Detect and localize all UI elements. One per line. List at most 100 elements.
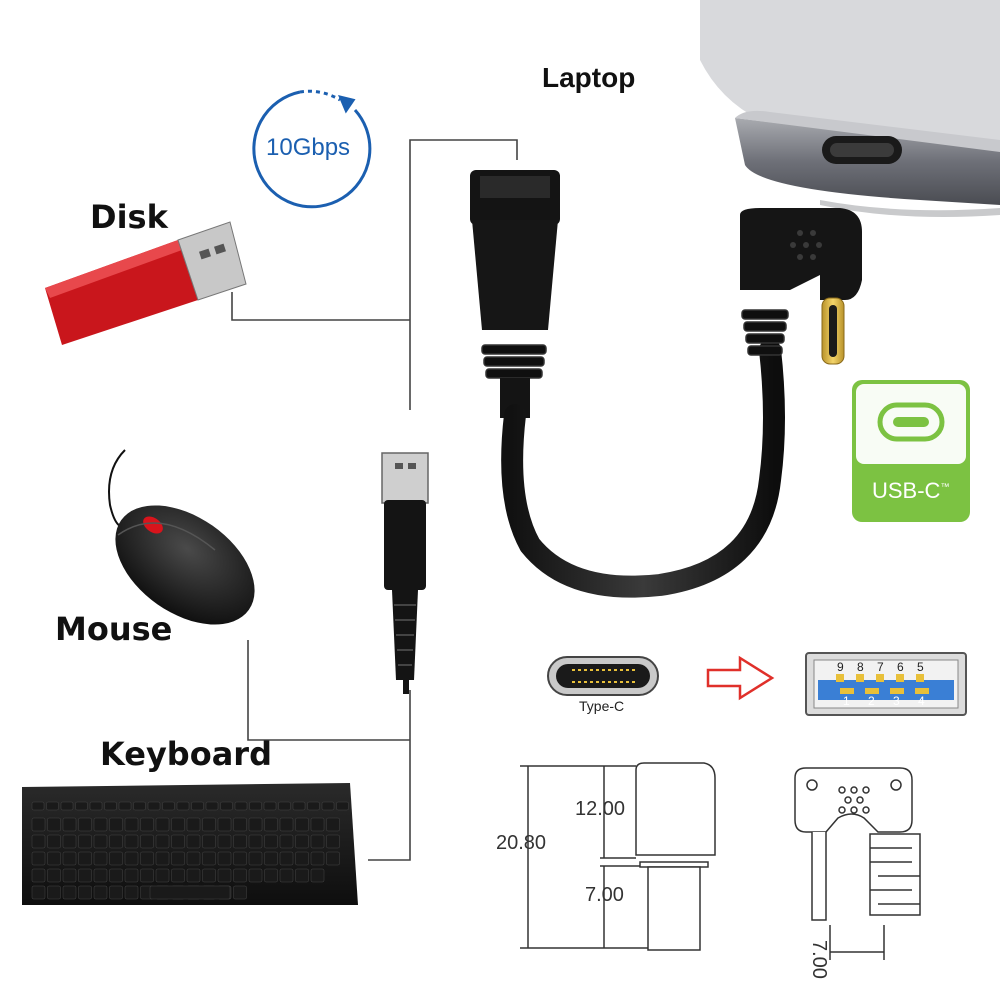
keyboard-key [264,868,278,883]
keyboard-key [217,817,232,832]
keyboard-key [186,817,201,832]
keyboard-key [310,868,325,883]
keyboard-key [62,868,77,883]
dimension-inner-height: 12.00 [575,798,626,820]
keyboard-key [47,851,61,866]
keyboard-key [133,801,146,811]
keyboard-key [62,817,77,832]
keyboard-key [202,834,216,849]
keyboard-key [205,801,219,811]
keyboard-key [93,817,108,832]
pin-label-9: 9 [837,660,844,674]
keyboard-key [93,868,108,883]
keyboard-key [78,851,92,866]
pin-label-2: 2 [868,694,875,708]
type-c-connector-icon [547,656,659,696]
keyboard-key [278,801,291,811]
keyboard-key [31,885,46,900]
usb-disk-image [45,221,247,345]
dimension-drawing-side [520,762,716,951]
mouse-label: Mouse [55,610,173,648]
keyboard-key [233,817,247,832]
keyboard-key [104,801,117,811]
keyboard-key [217,834,232,849]
keyboard-key [336,801,349,811]
dimension-total-height: 20.80 [496,832,547,854]
keyboard-key [47,817,61,832]
keyboard-key [326,817,340,832]
dimension-side-length: 7.00 [808,940,830,979]
keyboard-key [89,801,103,811]
keyboard-key [326,851,340,866]
keyboard-key [248,851,263,866]
keyboard-key [109,851,123,866]
keyboard-key [75,801,88,811]
keyboard-key [321,801,335,811]
keyboard-key [93,885,108,900]
keyboard-key [140,817,154,832]
speed-label: 10Gbps [266,134,351,161]
pin-label-6: 6 [897,660,904,674]
pin-label-3: 3 [893,694,900,708]
keyboard-key [264,834,278,849]
keyboard-key [62,851,77,866]
typec-label: Type-C [579,698,625,714]
pin-label-8: 8 [857,660,864,674]
usb-a-plug-image [381,452,429,694]
keyboard-key [295,817,309,832]
circular-arrow-icon [252,89,372,209]
keyboard-key [78,885,92,900]
keyboard-key [171,851,185,866]
keyboard-key [186,868,201,883]
dimension-drawing-front [794,767,921,960]
keyboard-key [295,851,309,866]
keyboard-key [264,817,278,832]
keyboard-key [124,834,139,849]
keyboard-key [307,801,320,811]
keyboard-key [162,801,175,811]
keyboard-key [124,817,139,832]
keyboard-key [171,834,185,849]
mouse-image [108,449,255,625]
keyboard-key [171,868,185,883]
keyboard-key [279,817,294,832]
pin-label-5: 5 [917,660,924,674]
keyboard-key [155,851,170,866]
keyboard-key [31,834,46,849]
keyboard-key [202,851,216,866]
pin-label-7: 7 [877,660,884,674]
usbc-badge-label: USB-C™ [872,478,949,504]
pin-label-4: 4 [918,694,925,708]
laptop-label: Laptop [542,62,636,93]
right-arrow-icon [706,655,775,701]
keyboard-key [279,868,294,883]
keyboard-key [155,868,170,883]
keyboard-key [140,868,154,883]
keyboard-key [31,817,46,832]
keyboard-key [248,834,263,849]
keyboard-key [62,834,77,849]
keyboard-key [171,817,185,832]
keyboard-key [31,868,46,883]
keyboard-key [31,801,45,811]
keyboard-key [263,801,277,811]
keyboard-key [248,817,263,832]
keyboard-key [60,801,74,811]
keyboard-key [124,851,139,866]
keyboard-spacebar [149,885,231,900]
keyboard-key [233,834,247,849]
keyboard-key [234,801,248,811]
keyboard-key [140,851,154,866]
keyboard-key [310,851,325,866]
keyboard-key [264,851,278,866]
disk-label: Disk [90,198,168,236]
keyboard-key [326,834,340,849]
keyboard-image [22,783,358,905]
keyboard-key [217,868,232,883]
keyboard-key [93,834,108,849]
keyboard-key [220,801,233,811]
keyboard-key [124,885,139,900]
keyboard-key [279,834,294,849]
keyboard-key [233,868,247,883]
